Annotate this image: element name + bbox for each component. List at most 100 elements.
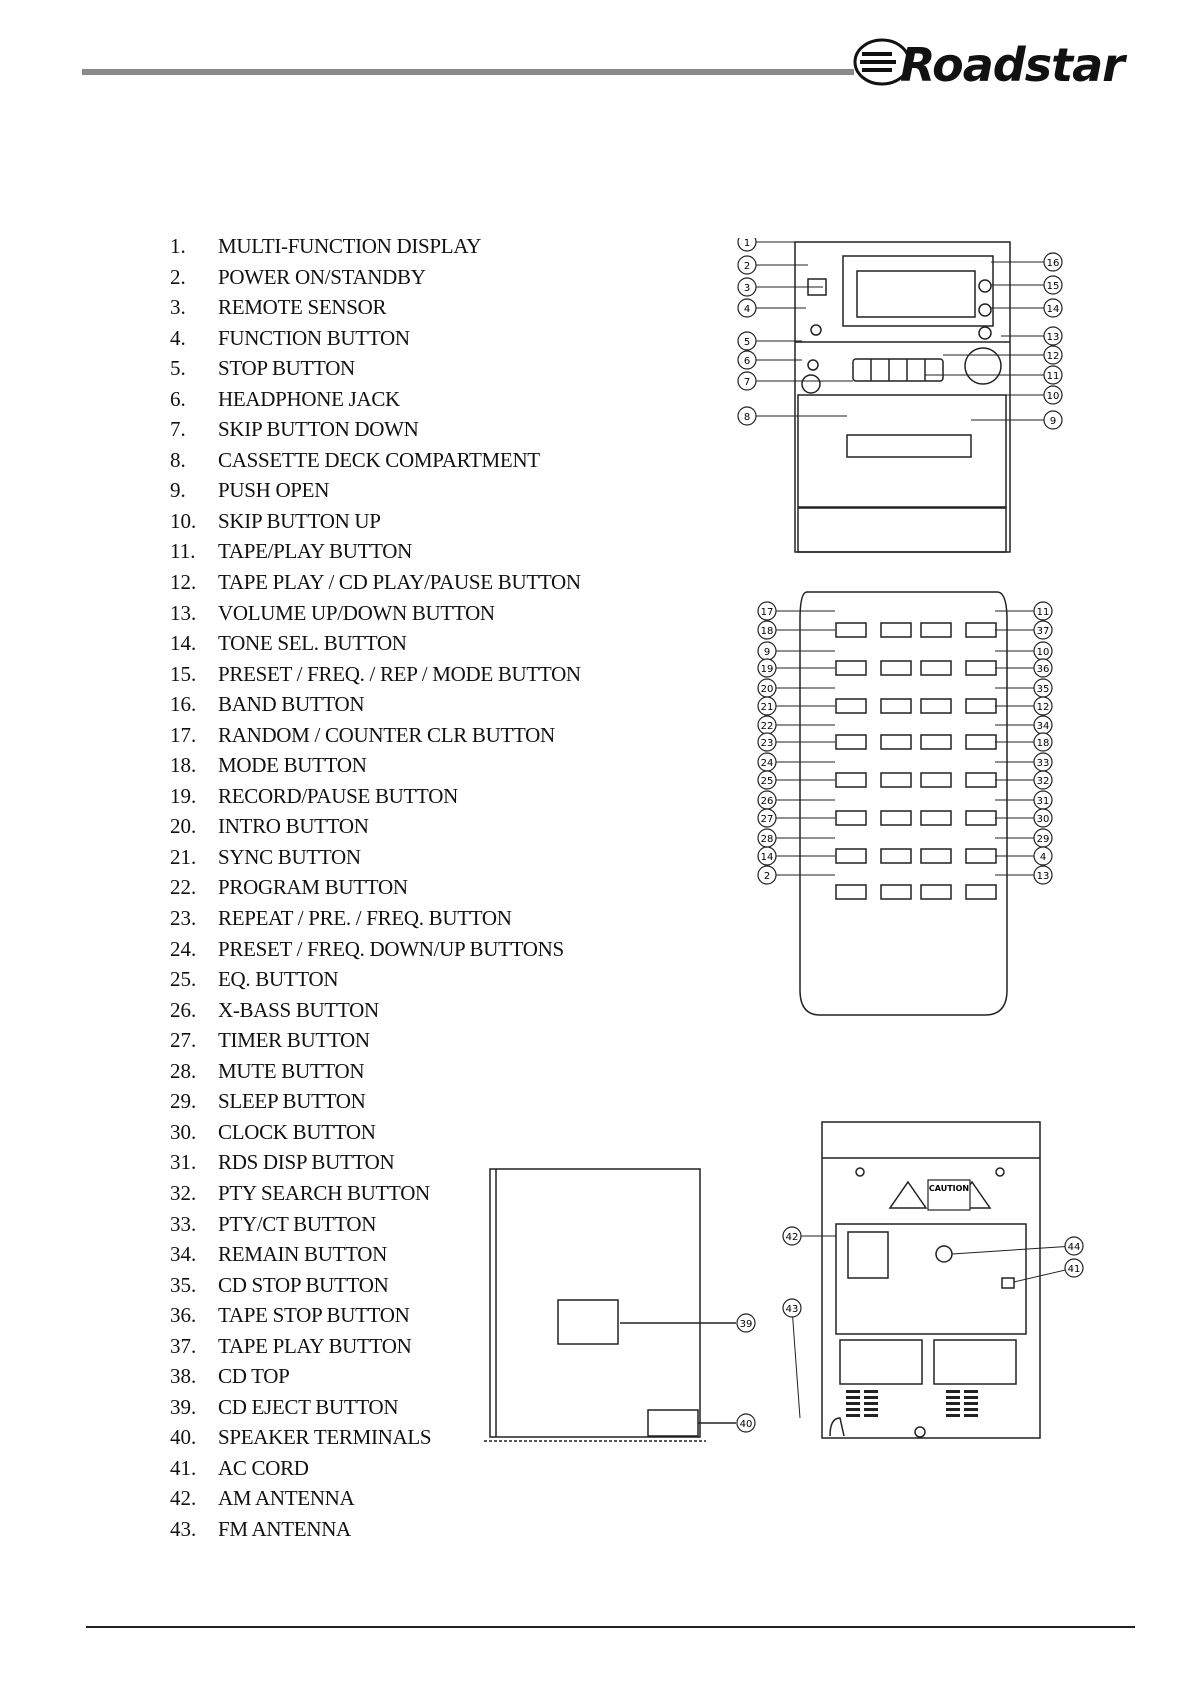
part-number: 24. xyxy=(170,936,197,961)
part-number: 12. xyxy=(170,570,197,595)
callout-marker: 36 xyxy=(995,658,1053,678)
warning-triangle-icon xyxy=(888,1180,928,1209)
part-number: 9. xyxy=(170,478,186,503)
side-view-diagram: 39 40 xyxy=(470,1165,780,1455)
callout-marker: 10 xyxy=(995,641,1053,661)
callout-circle xyxy=(1043,410,1063,430)
callout-circle xyxy=(737,238,757,252)
remote-button xyxy=(920,660,952,676)
part-label: CLOCK BUTTON xyxy=(218,1119,376,1144)
callout-number: 32 xyxy=(1037,776,1050,787)
callout-number: 41 xyxy=(1068,1264,1081,1275)
callout-number: 40 xyxy=(740,1419,753,1430)
callout-circle xyxy=(1033,732,1053,752)
callout-circle xyxy=(736,1413,756,1433)
vent-slot xyxy=(846,1396,860,1399)
callout-marker: 44 xyxy=(951,1236,1084,1256)
part-label: SKIP BUTTON DOWN xyxy=(218,417,419,442)
vent-slot xyxy=(864,1396,878,1399)
callout-number: 43 xyxy=(786,1304,799,1315)
part-label: TAPE PLAY BUTTON xyxy=(218,1333,412,1358)
callout-marker: 33 xyxy=(995,752,1053,772)
callout-number: 2 xyxy=(744,261,750,272)
vent-slot xyxy=(864,1402,878,1405)
callout-number: 34 xyxy=(1037,721,1050,732)
part-number: 17. xyxy=(170,722,197,747)
part-label: REMAIN BUTTON xyxy=(218,1242,387,1267)
remote-button xyxy=(835,660,867,676)
remote-button xyxy=(835,622,867,638)
vent-slot xyxy=(946,1390,960,1393)
callout-marker: 43 xyxy=(782,1298,802,1419)
callout-circle xyxy=(737,350,757,370)
callout-marker: 6 xyxy=(737,350,802,370)
callout-marker: 20 xyxy=(757,678,835,698)
part-label: SYNC BUTTON xyxy=(218,844,361,869)
part-number: 30. xyxy=(170,1119,197,1144)
callout-circle xyxy=(736,1313,756,1333)
part-label: TONE SEL. BUTTON xyxy=(218,631,407,656)
vent-slot xyxy=(964,1390,978,1393)
part-number: 43. xyxy=(170,1516,197,1541)
roadstar-emblem-icon xyxy=(853,38,911,86)
callout-number: 3 xyxy=(744,283,750,294)
remote-button xyxy=(965,884,997,900)
callout-number: 9 xyxy=(764,647,770,658)
part-label: PRESET / FREQ. / REP / MODE BUTTON xyxy=(218,661,581,686)
part-label: INTRO BUTTON xyxy=(218,814,369,839)
callout-circle xyxy=(1033,865,1053,885)
callout-number: 27 xyxy=(761,814,774,825)
part-number: 41. xyxy=(170,1455,197,1480)
callout-number: 37 xyxy=(1037,626,1050,637)
callout-circle xyxy=(782,1298,802,1318)
remote-button xyxy=(920,734,952,750)
callout-number: 23 xyxy=(761,738,774,749)
callout-marker: 35 xyxy=(995,678,1053,698)
part-number: 16. xyxy=(170,692,197,717)
callout-number: 35 xyxy=(1037,684,1050,695)
callout-circle xyxy=(757,658,777,678)
callout-number: 22 xyxy=(761,721,774,732)
callout-circle xyxy=(737,255,757,275)
callout-marker: 11 xyxy=(995,601,1053,621)
part-number: 19. xyxy=(170,783,197,808)
callout-circle xyxy=(1043,252,1063,272)
callout-circle xyxy=(757,601,777,621)
part-number: 7. xyxy=(170,417,186,442)
part-number: 39. xyxy=(170,1394,197,1419)
part-label: REPEAT / PRE. / FREQ. BUTTON xyxy=(218,906,512,931)
part-label: CD TOP xyxy=(218,1364,290,1389)
part-number: 22. xyxy=(170,875,197,900)
callout-marker: 32 xyxy=(995,770,1053,790)
callout-number: 21 xyxy=(761,702,774,713)
callout-number: 39 xyxy=(740,1319,753,1330)
part-number: 31. xyxy=(170,1150,197,1175)
callout-marker: 27 xyxy=(757,808,835,828)
part-label: BAND BUTTON xyxy=(218,692,365,717)
callout-marker: 15 xyxy=(991,275,1063,295)
callout-circle xyxy=(1033,658,1053,678)
remote-button xyxy=(835,734,867,750)
remote-button xyxy=(920,698,952,714)
callout-number: 10 xyxy=(1047,391,1060,402)
callout-marker: 28 xyxy=(757,828,835,848)
callout-number: 10 xyxy=(1037,647,1050,658)
callout-circle xyxy=(1043,326,1063,346)
part-label: PRESET / FREQ. DOWN/UP BUTTONS xyxy=(218,936,564,961)
remote-button xyxy=(965,698,997,714)
part-number: 2. xyxy=(170,264,186,289)
part-label: CD STOP BUTTON xyxy=(218,1272,389,1297)
callout-marker: 2 xyxy=(757,865,835,885)
remote-button xyxy=(835,698,867,714)
vent-slot xyxy=(946,1408,960,1411)
caution-label-box xyxy=(927,1179,971,1211)
callout-number: 30 xyxy=(1037,814,1050,825)
part-number: 21. xyxy=(170,844,197,869)
callout-marker: 3 xyxy=(737,277,823,297)
part-number: 14. xyxy=(170,631,197,656)
callout-marker: 41 xyxy=(1013,1258,1084,1283)
remote-button xyxy=(965,810,997,826)
part-label: TAPE PLAY / CD PLAY/PAUSE BUTTON xyxy=(218,570,581,595)
